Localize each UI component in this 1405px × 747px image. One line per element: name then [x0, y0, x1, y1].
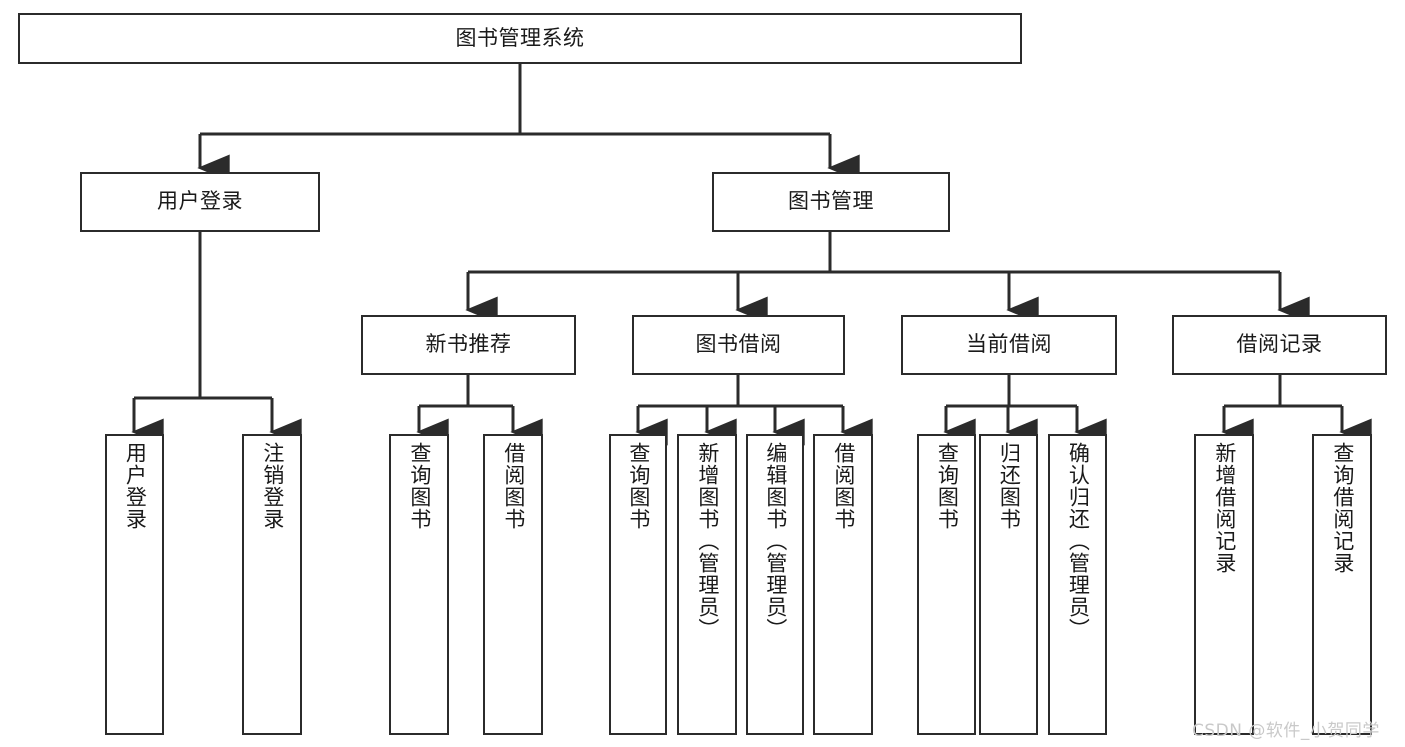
- leaf-label: 查询图书: [407, 442, 432, 530]
- leaf-label: 查询图书: [935, 442, 960, 530]
- leaf-label: 借阅图书: [831, 442, 856, 530]
- node-root[interactable]: 图书管理系统: [18, 13, 1022, 64]
- leaf-new-book-query[interactable]: 查询图书: [389, 434, 449, 735]
- node-borrow-record[interactable]: 借阅记录: [1172, 315, 1387, 375]
- csdn-watermark: CSDN @软件_小贺同学: [1192, 721, 1380, 741]
- node-current-borrow-label: 当前借阅: [966, 332, 1052, 357]
- leaf-book-borrow-borrow[interactable]: 借阅图书: [813, 434, 873, 735]
- leaf-current-borrow-query[interactable]: 查询图书: [917, 434, 976, 735]
- node-user-login[interactable]: 用户登录: [80, 172, 320, 232]
- node-root-label: 图书管理系统: [455, 25, 585, 50]
- leaf-label: 注销登录: [260, 442, 285, 530]
- leaf-label: 编辑图书（管理员）: [763, 442, 788, 640]
- leaf-current-borrow-confirm-return[interactable]: 确认归还（管理员）: [1048, 434, 1107, 735]
- leaf-book-borrow-query[interactable]: 查询图书: [609, 434, 667, 735]
- leaf-label: 借阅图书: [501, 442, 526, 530]
- leaf-borrow-record-query[interactable]: 查询借阅记录: [1312, 434, 1372, 735]
- leaf-label: 新增图书（管理员）: [695, 442, 720, 640]
- node-book-management[interactable]: 图书管理: [712, 172, 950, 232]
- node-current-borrow[interactable]: 当前借阅: [901, 315, 1117, 375]
- leaf-book-borrow-edit[interactable]: 编辑图书（管理员）: [746, 434, 804, 735]
- node-user-login-label: 用户登录: [157, 189, 243, 214]
- leaf-book-borrow-add[interactable]: 新增图书（管理员）: [677, 434, 737, 735]
- node-new-book-recommend[interactable]: 新书推荐: [361, 315, 576, 375]
- leaf-label: 用户登录: [123, 442, 148, 530]
- leaf-user-login-logout[interactable]: 注销登录: [242, 434, 302, 735]
- leaf-label: 查询借阅记录: [1330, 442, 1355, 574]
- leaf-label: 归还图书: [997, 442, 1022, 530]
- leaf-borrow-record-add[interactable]: 新增借阅记录: [1194, 434, 1254, 735]
- leaf-user-login-login[interactable]: 用户登录: [105, 434, 164, 735]
- leaf-new-book-borrow[interactable]: 借阅图书: [483, 434, 543, 735]
- leaf-current-borrow-return[interactable]: 归还图书: [979, 434, 1038, 735]
- leaf-label: 查询图书: [626, 442, 651, 530]
- node-book-borrow-label: 图书借阅: [695, 332, 782, 357]
- node-new-book-recommend-label: 新书推荐: [425, 332, 512, 357]
- node-book-management-label: 图书管理: [788, 189, 874, 214]
- leaf-label: 新增借阅记录: [1212, 442, 1237, 574]
- node-book-borrow[interactable]: 图书借阅: [632, 315, 845, 375]
- node-borrow-record-label: 借阅记录: [1236, 332, 1323, 357]
- leaf-label: 确认归还（管理员）: [1066, 442, 1091, 640]
